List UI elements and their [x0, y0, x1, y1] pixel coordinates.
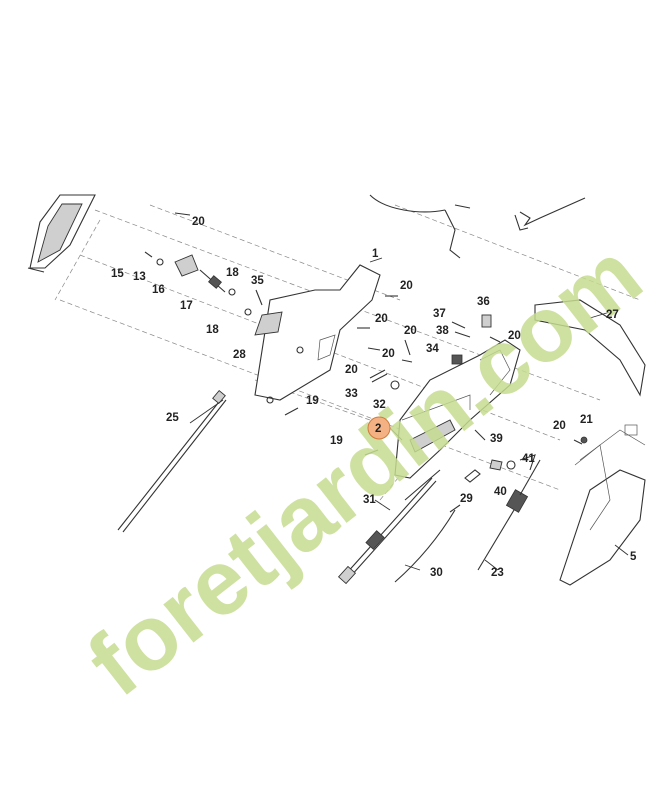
label-35[interactable]: 35: [251, 275, 264, 287]
label-40[interactable]: 40: [494, 486, 507, 498]
highlight-circle: [367, 416, 391, 440]
label-20-lower[interactable]: 20: [345, 364, 358, 376]
label-20-mid[interactable]: 20: [375, 313, 388, 325]
part-2-housing: [394, 339, 521, 479]
label-38[interactable]: 38: [436, 325, 449, 337]
label-21[interactable]: 21: [580, 414, 593, 426]
label-20-bottom-right[interactable]: 20: [553, 420, 566, 432]
label-30[interactable]: 30: [430, 567, 443, 579]
label-16[interactable]: 16: [152, 284, 165, 296]
handle-bar-top: [369, 194, 586, 259]
label-28[interactable]: 28: [233, 349, 246, 361]
label-39[interactable]: 39: [490, 433, 503, 445]
hardware-parts: [144, 212, 588, 483]
label-23[interactable]: 23: [491, 567, 504, 579]
label-13[interactable]: 13: [133, 271, 146, 283]
part-31-cable: [337, 469, 441, 585]
handle-bar-left: [27, 194, 96, 273]
label-17[interactable]: 17: [180, 300, 193, 312]
label-18-top[interactable]: 18: [226, 267, 239, 279]
label-41[interactable]: 41: [522, 453, 535, 465]
part-25-rod: [117, 389, 227, 533]
label-19-bottom[interactable]: 19: [330, 435, 343, 447]
label-19-top[interactable]: 19: [306, 395, 319, 407]
label-5[interactable]: 5: [630, 551, 637, 563]
label-18-bottom[interactable]: 18: [206, 324, 219, 336]
label-27[interactable]: 27: [606, 309, 619, 321]
leader-lines: [189, 257, 629, 571]
label-25[interactable]: 25: [166, 412, 179, 424]
label-2[interactable]: 2: [375, 423, 381, 435]
part-1-side-plate: [254, 264, 381, 404]
label-15[interactable]: 15: [111, 268, 124, 280]
part-labels: 1 2 5 13 15 16 17 18 18 19 19 20 20 20 2…: [111, 216, 637, 579]
part-5-cover: [559, 424, 646, 586]
label-36[interactable]: 36: [477, 296, 490, 308]
part-27-cover: [534, 299, 646, 397]
part-30-cable: [394, 504, 461, 583]
label-37[interactable]: 37: [433, 308, 446, 320]
label-34[interactable]: 34: [426, 343, 439, 355]
label-1[interactable]: 1: [372, 248, 379, 260]
label-20-far-right[interactable]: 20: [508, 330, 521, 342]
label-20-upper[interactable]: 20: [400, 280, 413, 292]
part-23-cable: [477, 459, 541, 571]
label-20-right[interactable]: 20: [404, 325, 417, 337]
label-29[interactable]: 29: [460, 493, 473, 505]
label-20-top-left[interactable]: 20: [192, 216, 205, 228]
label-32[interactable]: 32: [373, 399, 386, 411]
label-33[interactable]: 33: [345, 388, 358, 400]
label-31[interactable]: 31: [363, 494, 376, 506]
label-20-center[interactable]: 20: [382, 348, 395, 360]
